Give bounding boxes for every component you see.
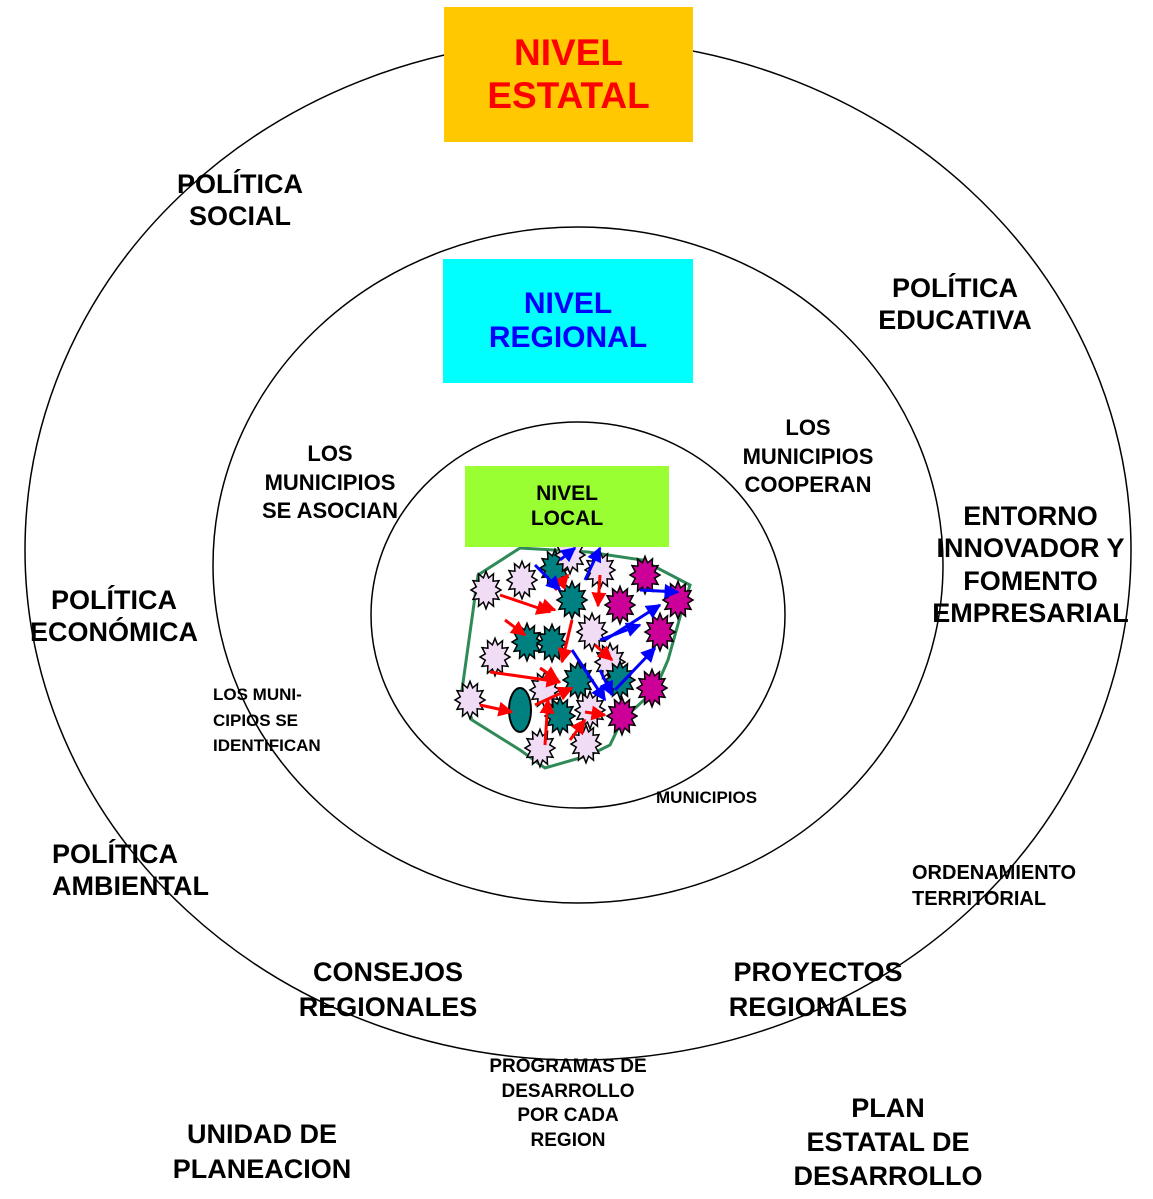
municipio-node [628,554,662,596]
municipios-boundary [460,546,692,770]
red-arrow [499,593,552,615]
red-arrow [539,598,557,613]
red-arrow [479,701,514,717]
label-municipios-se-identifican: LOS MUNI- CIPIOS SE IDENTIFICAN [213,685,321,755]
nivel-local-line1: NIVEL [536,482,598,506]
municipio-node [478,636,512,678]
blue-arrow [613,646,657,692]
municipio-oval-node [508,687,532,733]
nivel-regional-line1: NIVEL [523,286,613,320]
label-programas-desarrollo: PROGRAMAS DE DESARROLLO POR CADA REGION [489,1056,647,1152]
blue-arrow [533,563,562,592]
label-ordenamiento-territorial: ORDENAMIENTO TERRITORIAL [912,862,1077,910]
municipio-node [523,727,557,769]
red-arrow [539,698,555,746]
municipios-cluster [453,534,695,770]
label-politica-ambiental: POLÍTICA AMBIENTAL [52,839,209,902]
label-municipios: MUNICIPIOS [656,788,758,807]
red-arrow [568,718,587,741]
red-arrow [594,643,614,662]
label-proyectos-regionales: PROYECTOS REGIONALES [728,957,908,1023]
blue-arrow [604,603,662,642]
label-politica-educativa: POLÍTICA EDUCATIVA [878,273,1032,336]
red-arrow [591,574,607,608]
municipio-node [575,611,609,653]
nivel-local-box: NIVEL LOCAL [465,466,669,547]
municipio-node [453,679,487,721]
nivel-estatal-line2: ESTATAL [487,74,650,116]
nivel-estatal-box: NIVEL ESTATAL [444,7,693,142]
red-arrow [539,666,560,682]
municipio-node [535,622,569,664]
municipio-node [469,569,503,611]
municipio-node [635,667,669,709]
label-plan-estatal: PLAN ESTATAL DE DESARROLLO [793,1093,983,1191]
municipio-node [603,584,637,626]
label-municipios-se-asocian: LOS MUNICIPIOS SE ASOCIAN [261,441,399,524]
nivel-estatal-line1: NIVEL [514,31,623,73]
red-arrow [504,618,527,637]
municipio-node [561,659,595,701]
nivel-regional-box: NIVEL REGIONAL [443,259,693,383]
middle-ring-regional [212,226,944,904]
nivel-regional-line2: REGIONAL [488,321,648,354]
label-politica-social: POLÍTICA SOCIAL [177,169,303,232]
red-arrow [584,705,607,721]
red-arrow [557,619,574,664]
blue-arrow [559,546,577,563]
nivel-local-line2: LOCAL [530,506,604,530]
label-consejos-regionales: CONSEJOS REGIONALES [298,957,478,1023]
municipio-node [605,695,639,737]
label-municipios-cooperan: LOS MUNICIPIOS COOPERAN [742,415,874,498]
municipio-node [643,611,677,653]
blue-arrow [598,669,614,697]
blue-arrow [639,583,680,599]
inner-ring-local [370,421,786,809]
label-unidad-planeacion: UNIDAD DE PLANEACION [172,1119,352,1185]
label-entorno-innovador: ENTORNO INNOVADOR Y FOMENTO EMPRESARIAL [932,501,1129,629]
blue-arrow [583,546,602,581]
label-politica-economica: POLÍTICA ECONÓMICA [30,585,198,648]
municipio-node [505,559,539,601]
municipio-node [555,579,589,621]
